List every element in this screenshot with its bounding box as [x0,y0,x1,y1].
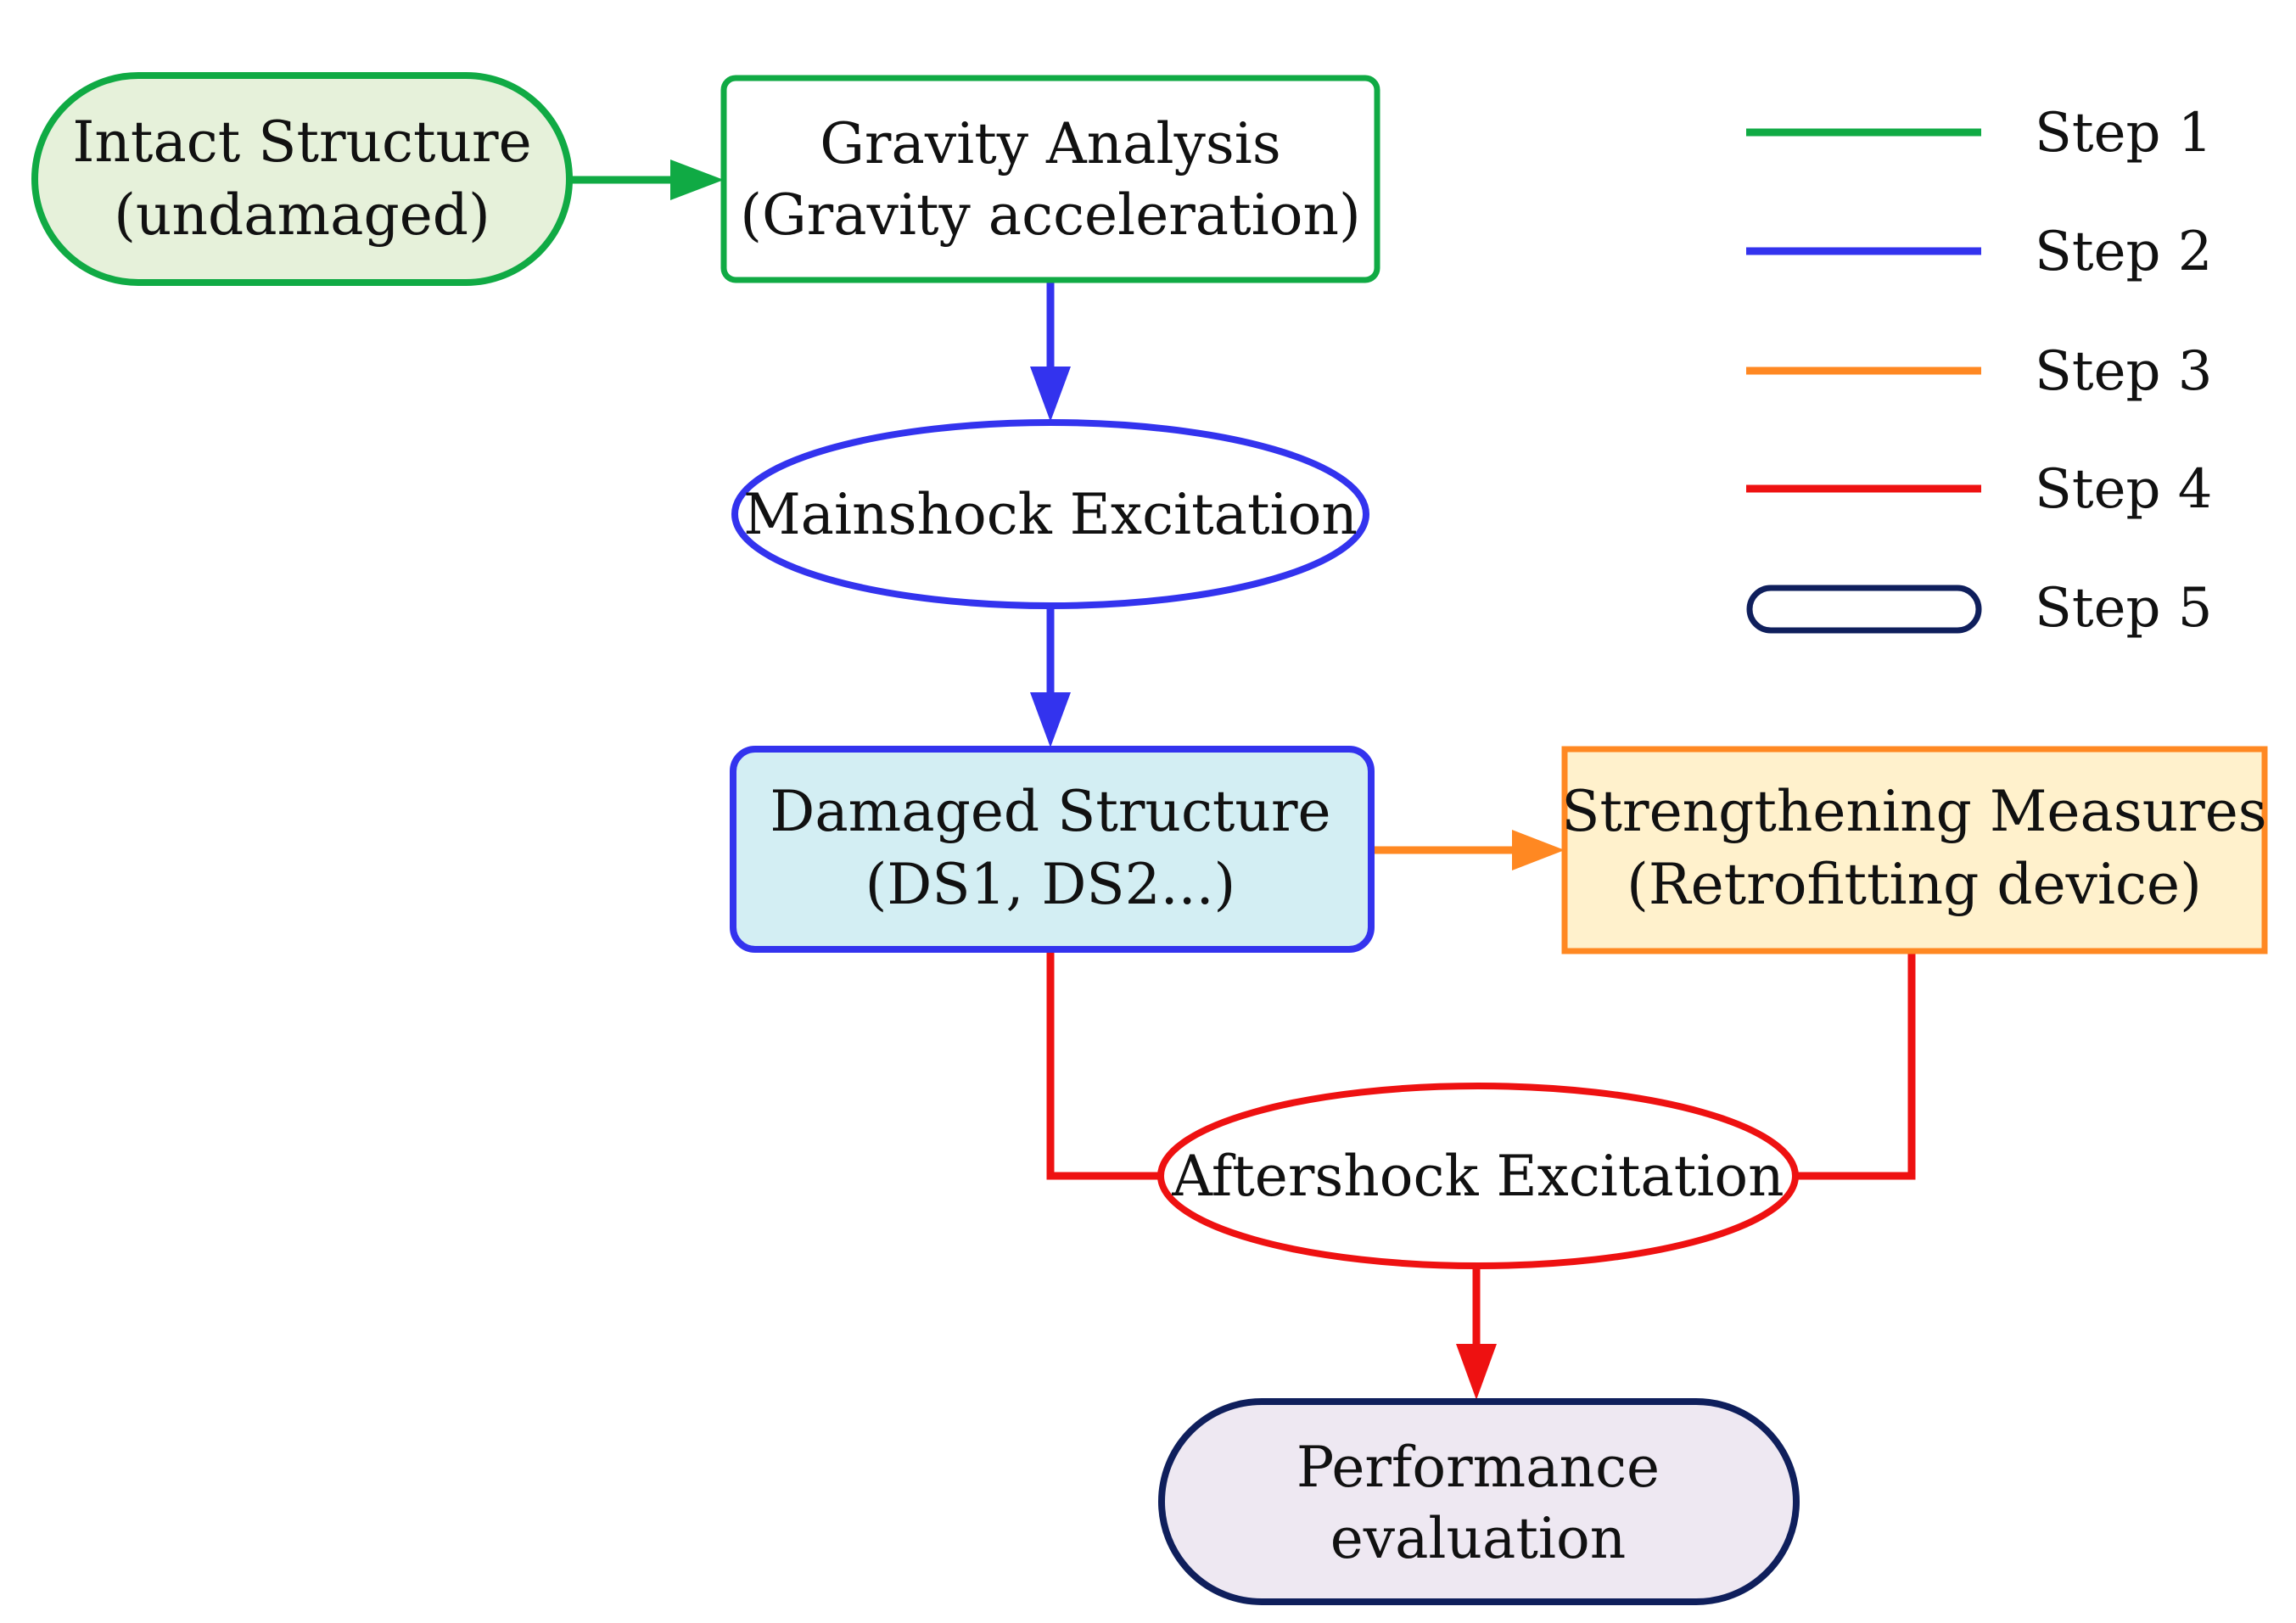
node-strengthening-measures: Strengthening Measures (Retrofitting dev… [1561,746,2268,954]
connector-damaged-to-aftershock [1046,950,1159,1180]
connector-strengthening-to-aftershock [1797,952,1916,1180]
node-aftershock-excitation: Aftershock Excitation [1157,1083,1799,1269]
connector-damaged-to-strengthening [1374,830,1565,870]
legend-item-step4: Step 4 [1746,458,2212,521]
connector-intact-to-gravity [569,160,724,200]
intact-structure-line1: Intact Structure [72,109,531,175]
node-performance-evaluation: Performance evaluation [1158,1398,1800,1605]
legend-label-step5: Step 5 [2035,577,2212,640]
mainshock-excitation-label: Mainshock Excitation [743,482,1358,547]
damaged-structure-line2: (DS1, DS2...) [865,852,1236,917]
legend-item-step2: Step 2 [1746,221,2212,283]
legend-label-step2: Step 2 [2035,221,2212,283]
damaged-structure-line1: Damaged Structure [770,779,1330,844]
gravity-analysis-line1: Gravity Analysis [820,111,1281,176]
legend-item-step3: Step 3 [1746,340,2212,403]
legend-item-step1: Step 1 [1746,102,2212,165]
performance-evaluation-line2: evaluation [1330,1506,1627,1571]
legend-label-step4: Step 4 [2035,458,2212,521]
legend-label-step3: Step 3 [2035,340,2212,403]
gravity-analysis-line2: (Gravity acceleration) [740,182,1361,248]
connector-aftershock-to-performance [1456,1264,1497,1400]
legend-item-step5: Step 5 [1746,577,2212,640]
strengthening-measures-line1: Strengthening Measures [1561,779,2266,844]
node-damaged-structure: Damaged Structure (DS1, DS2...) [730,746,1375,953]
legend: Step 1 Step 2 Step 3 Step 4 Step 5 [1746,102,2212,640]
strengthening-measures-line2: (Retrofitting device) [1627,852,2202,917]
node-mainshock-excitation: Mainshock Excitation [731,419,1369,609]
intact-structure-line2: (undamaged) [114,182,490,248]
connector-mainshock-to-damaged [1030,607,1071,747]
node-intact-structure: Intact Structure (undamaged) [31,72,573,286]
performance-evaluation-line1: Performance [1296,1435,1660,1500]
connector-gravity-to-mainshock [1030,282,1071,422]
node-gravity-analysis: Gravity Analysis (Gravity acceleration) [720,75,1380,283]
aftershock-excitation-label: Aftershock Excitation [1171,1144,1784,1209]
legend-label-step1: Step 1 [2035,102,2212,165]
